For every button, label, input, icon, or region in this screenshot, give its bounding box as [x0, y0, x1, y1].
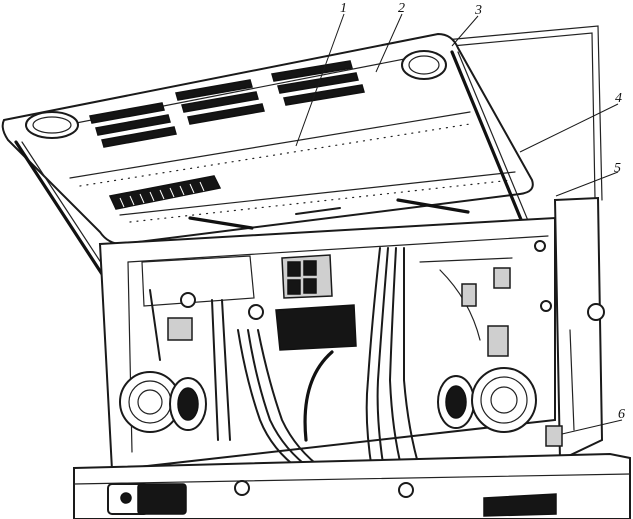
- hood-panel: [1, 32, 534, 246]
- leader-1: [295, 13, 345, 147]
- hood-vent-slots: [89, 60, 365, 148]
- right-electrical-components: [461, 240, 552, 357]
- left-electrical-panel: [141, 255, 264, 441]
- leader-3: [451, 15, 479, 47]
- callout-4: 4: [615, 91, 622, 106]
- bracket-clamp: [545, 425, 563, 447]
- leader-4: [519, 103, 619, 153]
- callout-leaders: [295, 13, 623, 435]
- hood-grille: [108, 175, 222, 210]
- callout-labels: 1 2 3 4 5 6: [340, 1, 625, 422]
- right-side-panel: [553, 196, 605, 462]
- callout-5: 5: [614, 161, 621, 176]
- hood-round-hatches: [25, 50, 447, 139]
- leader-5: [555, 171, 619, 197]
- left-headlamp-assembly: [119, 371, 207, 433]
- leader-2: [375, 13, 403, 73]
- callout-6: 6: [618, 407, 625, 422]
- wire-harnesses: [237, 247, 513, 471]
- cowl-vent-plate: [275, 254, 357, 351]
- right-headlamp-assembly: [437, 367, 537, 433]
- callout-1: 1: [340, 1, 347, 16]
- cab-frame-outline: [444, 25, 603, 201]
- wiper-arms: [188, 198, 470, 230]
- callout-2: 2: [398, 1, 405, 16]
- leader-6: [561, 419, 623, 435]
- front-bumper: [73, 452, 631, 519]
- callout-3: 3: [474, 3, 482, 18]
